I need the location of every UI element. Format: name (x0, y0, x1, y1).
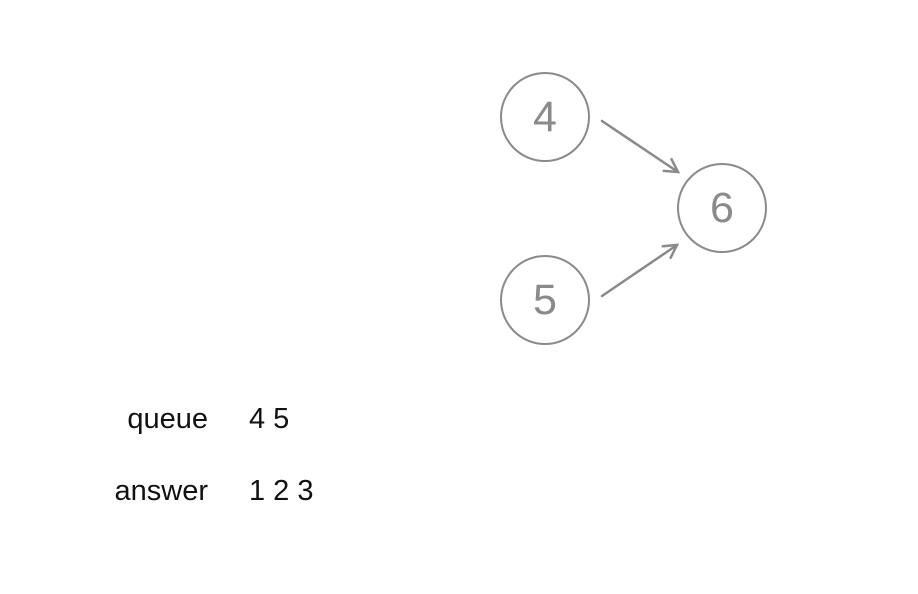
queue-row: queue 4 5 (70, 402, 289, 436)
node-label: 6 (710, 183, 734, 232)
queue-value: 4 5 (249, 403, 290, 435)
node-label: 4 (533, 92, 557, 141)
edge-4-to-6 (600, 119, 681, 174)
node-label: 5 (533, 275, 557, 324)
edge-5-to-6 (600, 243, 680, 298)
answer-value: 1 2 3 (249, 475, 314, 507)
answer-label: answer (114, 475, 209, 507)
graph-node-5: 5 (500, 255, 590, 345)
graph-node-6: 6 (677, 163, 767, 253)
graph-node-4: 4 (500, 72, 590, 162)
answer-row: answer 1 2 3 (70, 474, 314, 508)
queue-label: queue (127, 403, 208, 435)
